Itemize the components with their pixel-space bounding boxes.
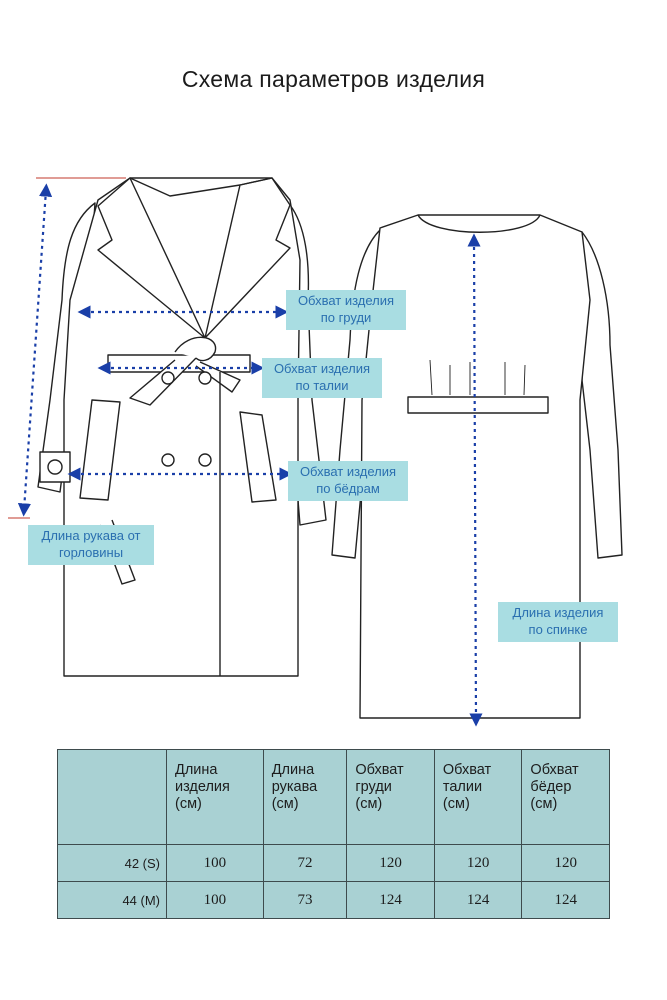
table-cell: 124 bbox=[433, 881, 523, 919]
table-header-cell: Обхват груди (см) bbox=[346, 749, 435, 845]
table-row: 42 (S) 100 72 120 120 120 bbox=[57, 844, 610, 882]
front-button bbox=[161, 371, 175, 385]
page-title: Схема параметров изделия bbox=[181, 66, 486, 92]
table-row: 44 (M) 100 73 124 124 124 bbox=[57, 881, 610, 919]
back-length-arrow bbox=[467, 233, 483, 727]
size-label: 44 (M) bbox=[57, 881, 167, 919]
sleeve-arrow bbox=[17, 183, 53, 517]
table-header-cell: Обхват талии (см) bbox=[433, 749, 523, 845]
table-header-cell bbox=[57, 749, 167, 845]
sleeve-callout: Длина рукава от горловины bbox=[28, 525, 154, 565]
front-button bbox=[161, 453, 175, 467]
table-cell: 120 bbox=[433, 844, 523, 882]
waist-callout: Обхват изделия по талии bbox=[262, 358, 382, 398]
hips-callout: Обхват изделия по бёдрам bbox=[288, 461, 408, 501]
table-cell: 100 bbox=[166, 881, 264, 919]
table-cell: 100 bbox=[166, 844, 264, 882]
back-belt bbox=[407, 396, 549, 414]
table-cell: 124 bbox=[346, 881, 435, 919]
table-header-row: Длина изделия (см) Длина рукава (см) Обх… bbox=[57, 749, 610, 845]
size-label: 42 (S) bbox=[57, 844, 167, 882]
table-header-cell: Длина изделия (см) bbox=[166, 749, 264, 845]
table-header-cell: Обхват бёдер (см) bbox=[521, 749, 610, 845]
back-right-sleeve bbox=[581, 231, 623, 559]
size-table: Длина изделия (см) Длина рукава (см) Обх… bbox=[57, 749, 610, 919]
table-cell: 120 bbox=[521, 844, 610, 882]
front-collar-stand bbox=[129, 177, 273, 197]
table-cell: 73 bbox=[262, 881, 348, 919]
front-cuff-button bbox=[47, 459, 63, 475]
table-cell: 124 bbox=[521, 881, 610, 919]
table-header-cell: Длина рукава (см) bbox=[262, 749, 348, 845]
chest-callout: Обхват изделия по груди bbox=[286, 290, 406, 330]
coat-front-view bbox=[37, 177, 327, 677]
back-collar bbox=[417, 214, 541, 233]
table-cell: 72 bbox=[262, 844, 348, 882]
front-button bbox=[198, 371, 212, 385]
measurement-arrows bbox=[17, 183, 483, 727]
front-button bbox=[198, 453, 212, 467]
table-cell: 120 bbox=[346, 844, 435, 882]
back-length-callout: Длина изделия по спинке bbox=[498, 602, 618, 642]
